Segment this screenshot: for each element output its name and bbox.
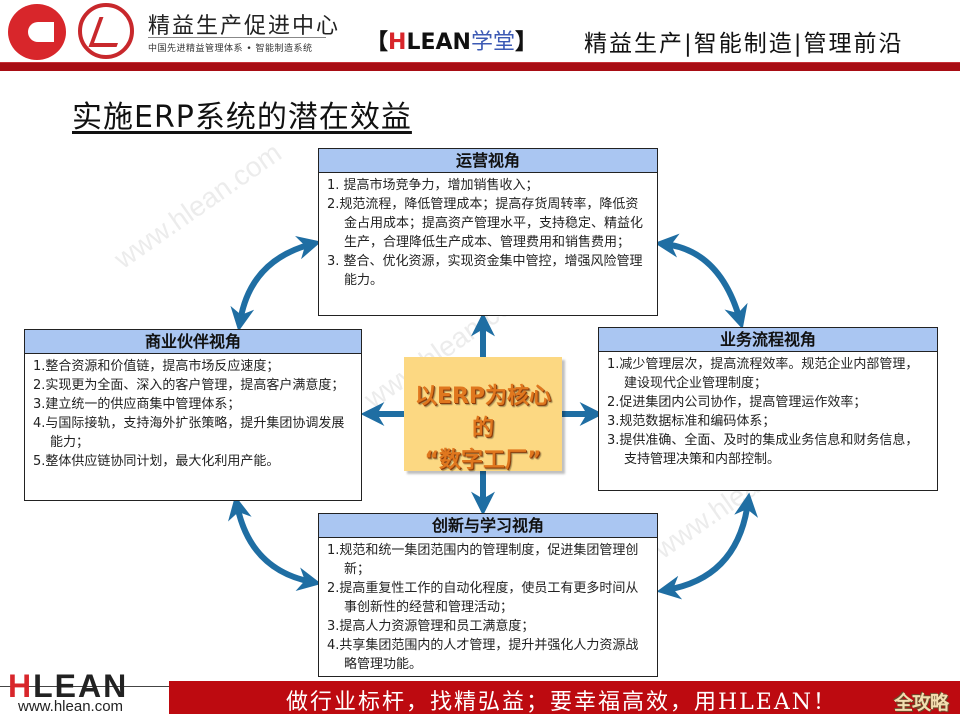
box-innovation-body: 1.规范和统一集团范围内的管理制度，促进集团管理创新； 2.提高重复性工作的自动… bbox=[319, 538, 657, 678]
logo-l-icon bbox=[78, 3, 134, 59]
center-line-1: 以ERP为核心的 bbox=[414, 384, 552, 441]
header-slogan: 精益生产|智能制造|管理前沿 bbox=[584, 31, 904, 57]
brand-label: 【HLEAN学堂】 bbox=[366, 24, 537, 56]
brand-bracket-left: 【 bbox=[366, 30, 389, 55]
org-divider bbox=[148, 37, 326, 38]
list-item: 1.规范和统一集团范围内的管理制度，促进集团管理创新； bbox=[327, 543, 639, 577]
badge-quangonglue: 全攻略 bbox=[894, 692, 949, 714]
list-item: 2.促进集团内公司协作，提高管理运作效率； bbox=[607, 395, 867, 410]
list-item: 3.建立统一的供应商集中管理体系； bbox=[33, 397, 241, 412]
box-process: 业务流程视角 1.减少管理层次，提高流程效率。规范企业内部管理，建设现代企业管理… bbox=[598, 327, 938, 491]
box-operations: 运营视角 1. 提高市场竞争力，增加销售收入； 2.规范流程，降低管理成本；提高… bbox=[318, 148, 658, 316]
list-item: 3.提高人力资源管理和员工满意度； bbox=[327, 619, 535, 634]
logo-c-icon bbox=[8, 4, 66, 60]
page-title: 实施ERP系统的潜在效益 bbox=[72, 100, 412, 135]
org-subtitle: 中国先进精益管理体系 • 智能制造系统 bbox=[148, 44, 313, 54]
brand-h: H bbox=[388, 30, 407, 55]
list-item: 4.共享集团范围内的人才管理，提升并强化人力资源战略管理功能。 bbox=[327, 638, 639, 672]
footer-logo: HLEAN bbox=[8, 668, 128, 705]
footer-logo-h: H bbox=[8, 668, 34, 704]
footer-red-bar bbox=[169, 681, 960, 714]
list-item: 3.提供准确、全面、及时的集成业务信息和财务信息，支持管理决策和内部控制。 bbox=[607, 433, 919, 467]
footer-logo-lean: LEAN bbox=[33, 668, 129, 704]
list-item: 2.提高重复性工作的自动化程度，使员工有更多时间从事创新性的经营和管理活动； bbox=[327, 581, 639, 615]
header-red-bar bbox=[0, 62, 960, 71]
curved-arrow-bottom-left-icon bbox=[228, 495, 322, 592]
footer-slogan: 做行业标杆，找精弘益；要幸福高效，用HLEAN！ bbox=[286, 690, 837, 715]
list-item: 5.整体供应链协同计划，最大化利用产能。 bbox=[33, 454, 280, 469]
footer-divider bbox=[0, 686, 170, 687]
list-item: 2.规范流程，降低管理成本；提高存货周转率，降低资金占用成本；提高资产管理水平，… bbox=[327, 197, 644, 250]
box-innovation: 创新与学习视角 1.规范和统一集团范围内的管理制度，促进集团管理创新； 2.提高… bbox=[318, 513, 658, 677]
box-partners: 商业伙伴视角 1.整合资源和价值链，提高市场反应速度； 2.实现更为全面、深入的… bbox=[24, 329, 362, 501]
footer-url[interactable]: www.hlean.com bbox=[18, 698, 124, 715]
curved-arrow-top-left-icon bbox=[230, 235, 322, 332]
list-item: 1. 提高市场竞争力，增加销售收入； bbox=[327, 178, 539, 193]
box-innovation-title: 创新与学习视角 bbox=[319, 514, 657, 538]
box-partners-body: 1.整合资源和价值链，提高市场反应速度； 2.实现更为全面、深入的客户管理，提高… bbox=[25, 354, 361, 475]
box-partners-title: 商业伙伴视角 bbox=[25, 330, 361, 354]
box-operations-title: 运营视角 bbox=[319, 149, 657, 173]
list-item: 3.规范数据标准和编码体系； bbox=[607, 414, 776, 429]
list-item: 1.减少管理层次，提高流程效率。规范企业内部管理，建设现代企业管理制度； bbox=[607, 357, 919, 391]
brand-lean: LEAN bbox=[406, 30, 471, 55]
center-line-2: “数字工厂” bbox=[424, 448, 542, 473]
brand-bracket-right: 】 bbox=[514, 30, 537, 55]
watermark: www.hlean.com bbox=[108, 136, 287, 275]
curved-arrow-top-right-icon bbox=[654, 233, 748, 330]
box-process-body: 1.减少管理层次，提高流程效率。规范企业内部管理，建设现代企业管理制度； 2.促… bbox=[599, 352, 937, 473]
box-operations-body: 1. 提高市场竞争力，增加销售收入； 2.规范流程，降低管理成本；提高存货周转率… bbox=[319, 173, 657, 294]
box-process-title: 业务流程视角 bbox=[599, 328, 937, 352]
brand-xuetang: 学堂 bbox=[470, 30, 515, 55]
org-name: 精益生产促进中心 bbox=[148, 14, 341, 39]
curved-arrow-bottom-right-icon bbox=[656, 492, 759, 600]
center-digital-factory: 以ERP为核心的 “数字工厂” bbox=[404, 357, 562, 473]
page-header: 精益生产促进中心 中国先进精益管理体系 • 智能制造系统 【HLEAN学堂】 精… bbox=[0, 0, 960, 70]
list-item: 1.整合资源和价值链，提高市场反应速度； bbox=[33, 359, 280, 374]
list-item: 2.实现更为全面、深入的客户管理，提高客户满意度； bbox=[33, 378, 345, 393]
list-item: 4.与国际接轨，支持海外扩张策略，提升集团协调发展能力； bbox=[33, 416, 345, 450]
list-item: 3. 整合、优化资源，实现资金集中管控，增强风险管理能力。 bbox=[327, 254, 643, 288]
